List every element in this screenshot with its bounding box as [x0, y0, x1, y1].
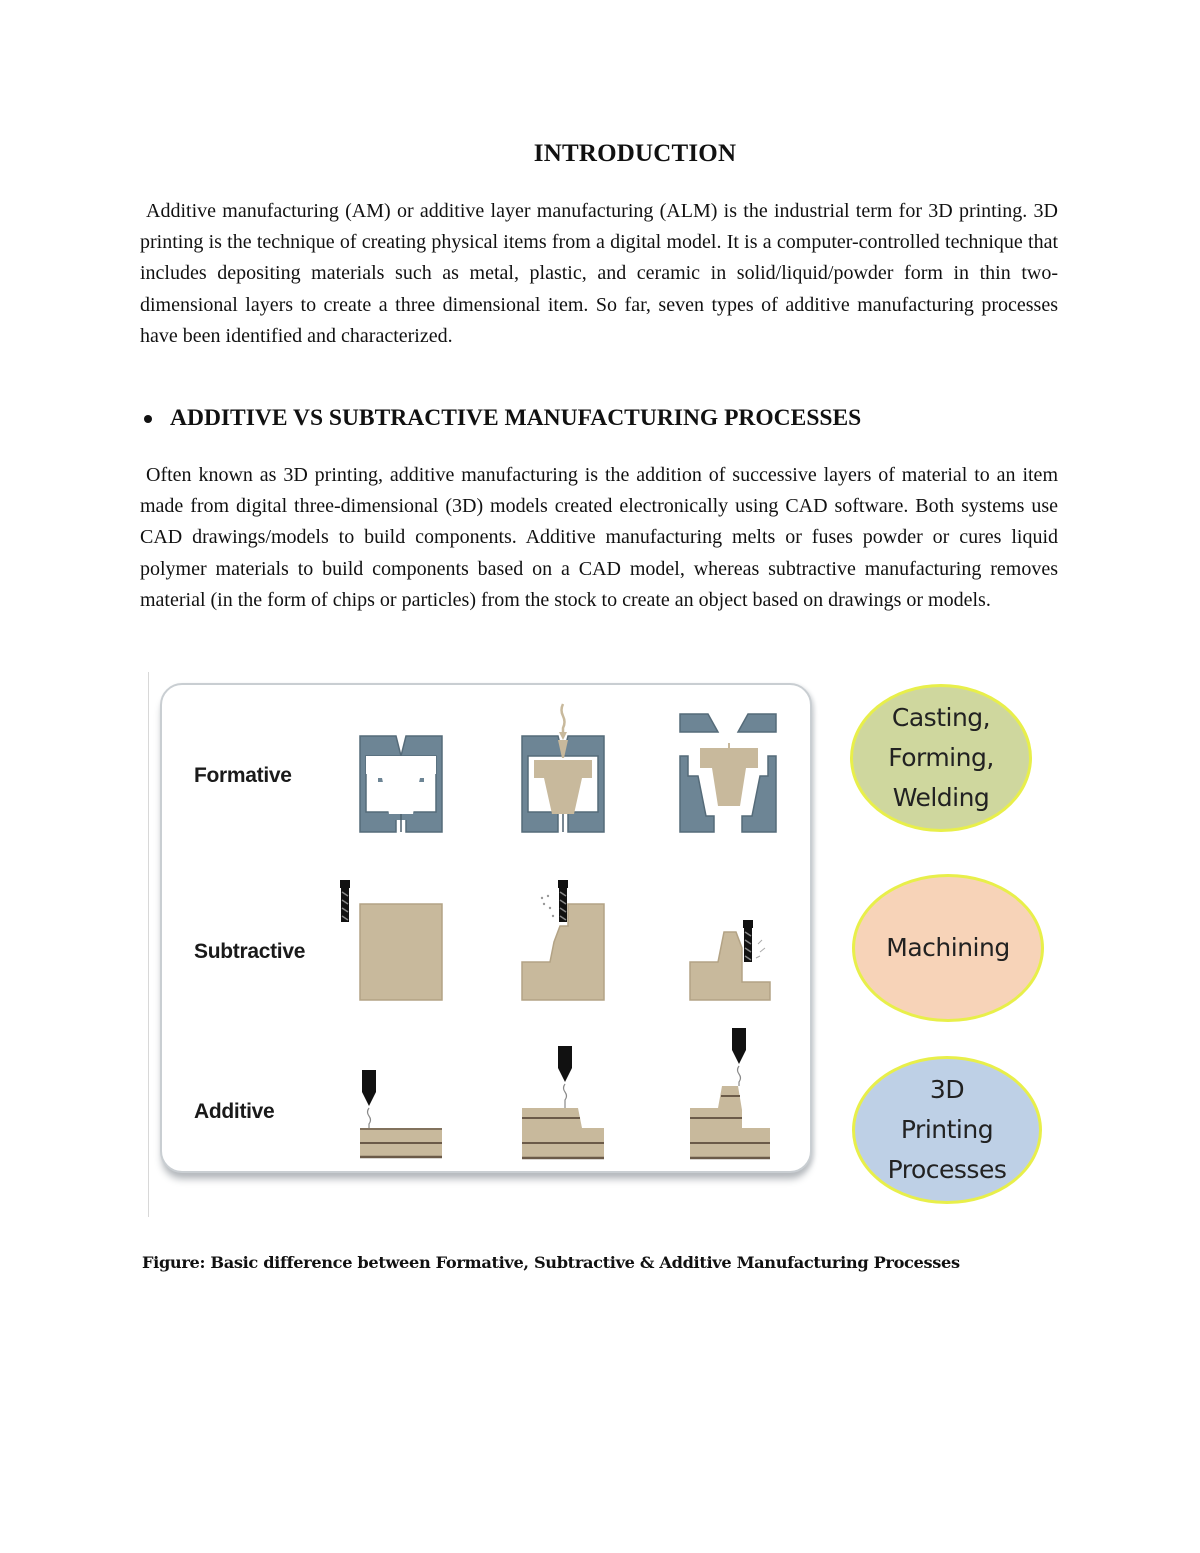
machining-in-progress-icon: [521, 880, 605, 1001]
completed-layers-icon: [690, 1028, 770, 1160]
first-layer-icon: [360, 1070, 442, 1159]
raw-stock-icon: [340, 880, 443, 1001]
opened-mold-icon: [679, 713, 777, 833]
bullet-icon: [144, 414, 152, 423]
section-paragraph: Often known as 3D printing, additive man…: [140, 464, 1058, 611]
finished-part-icon: [689, 920, 771, 1001]
oval-machining: Machining: [852, 874, 1044, 1022]
row-label-additive: Additive: [194, 1100, 275, 1123]
figure-caption: Figure: Basic difference between Formati…: [142, 1253, 960, 1272]
intro-paragraph: Additive manufacturing (AM) or additive …: [140, 200, 1058, 347]
filled-mold-icon: [521, 703, 605, 833]
figure-border: [148, 672, 149, 1217]
row-label-subtractive: Subtractive: [194, 940, 306, 963]
section-heading-text: ADDITIVE VS SUBTRACTIVE MANUFACTURING PR…: [170, 405, 862, 431]
empty-mold-icon: [359, 735, 443, 833]
oval-casting-forming-welding: Casting, Forming, Welding: [850, 684, 1032, 832]
row-label-formative: Formative: [194, 764, 292, 787]
manufacturing-figure: Formative Subtractive Additive: [148, 672, 1048, 1217]
section-heading: ADDITIVE VS SUBTRACTIVE MANUFACTURING PR…: [140, 405, 861, 432]
middle-layers-icon: [522, 1046, 604, 1160]
page-title: INTRODUCTION: [533, 140, 737, 167]
oval-3d-printing-processes: 3D Printing Processes: [852, 1056, 1042, 1204]
